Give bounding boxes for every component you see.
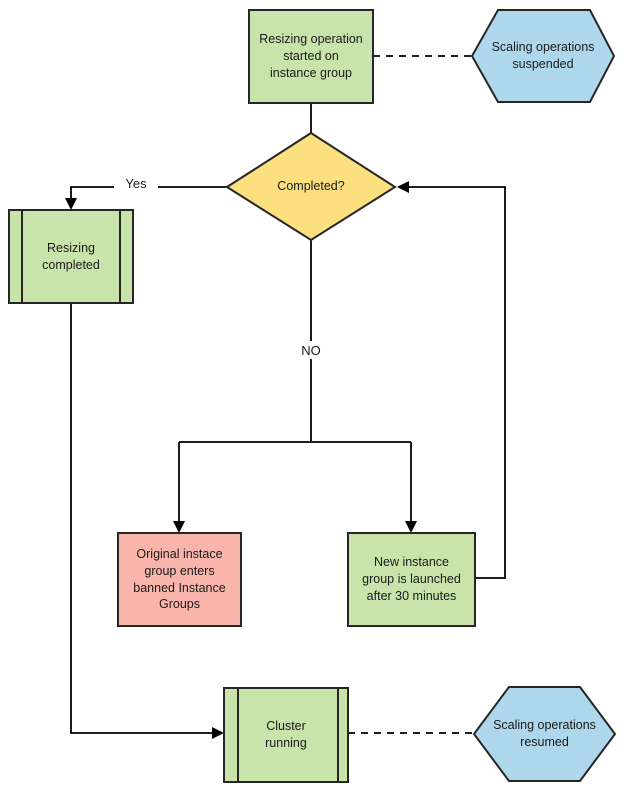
node-scaling-suspended-shape [470,9,616,103]
connector-feedback-to-decision [409,186,506,579]
arrowhead-right-branch-down-icon [405,521,417,533]
arrowhead-feedback-left-icon [397,181,409,193]
connector-resizing-to-cluster [70,303,212,734]
arrowhead-yes-down-icon [65,198,77,210]
node-cluster-running-shape [223,687,349,783]
connector-yes-to-resizing-completed [70,186,227,208]
node-resizing-start-shape [248,9,374,104]
node-new-instance-shape [347,532,476,627]
node-resizing-completed-shape [8,209,134,304]
node-completed-decision-shape [225,131,397,242]
arrowhead-left-branch-down-icon [173,521,185,533]
arrowhead-cluster-right-icon [212,727,224,739]
node-banned-group-shape [117,532,242,627]
node-scaling-resumed-shape [472,686,617,782]
